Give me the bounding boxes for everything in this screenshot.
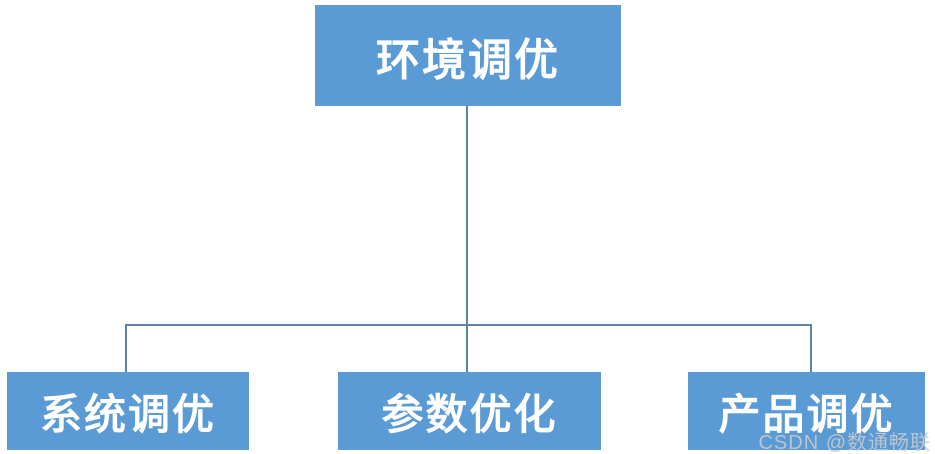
node-child-1-label: 系统调优 — [39, 390, 216, 438]
node-child-1: 系统调优 — [7, 372, 249, 450]
node-child-3: 产品调优 — [688, 372, 925, 450]
connector-root-to-bar — [466, 106, 468, 372]
connector-bar-to-right-child — [810, 324, 812, 372]
watermark: CSDN @数通畅联 — [758, 432, 931, 454]
node-root: 环境调优 — [315, 5, 621, 106]
node-root-label: 环境调优 — [376, 35, 560, 85]
connector-bar-to-left-child — [125, 324, 127, 372]
connector-horizontal-bar — [125, 324, 812, 326]
node-child-2-label: 参数优化 — [381, 390, 558, 438]
node-child-3-label: 产品调优 — [718, 390, 895, 438]
node-child-2: 参数优化 — [338, 372, 601, 450]
